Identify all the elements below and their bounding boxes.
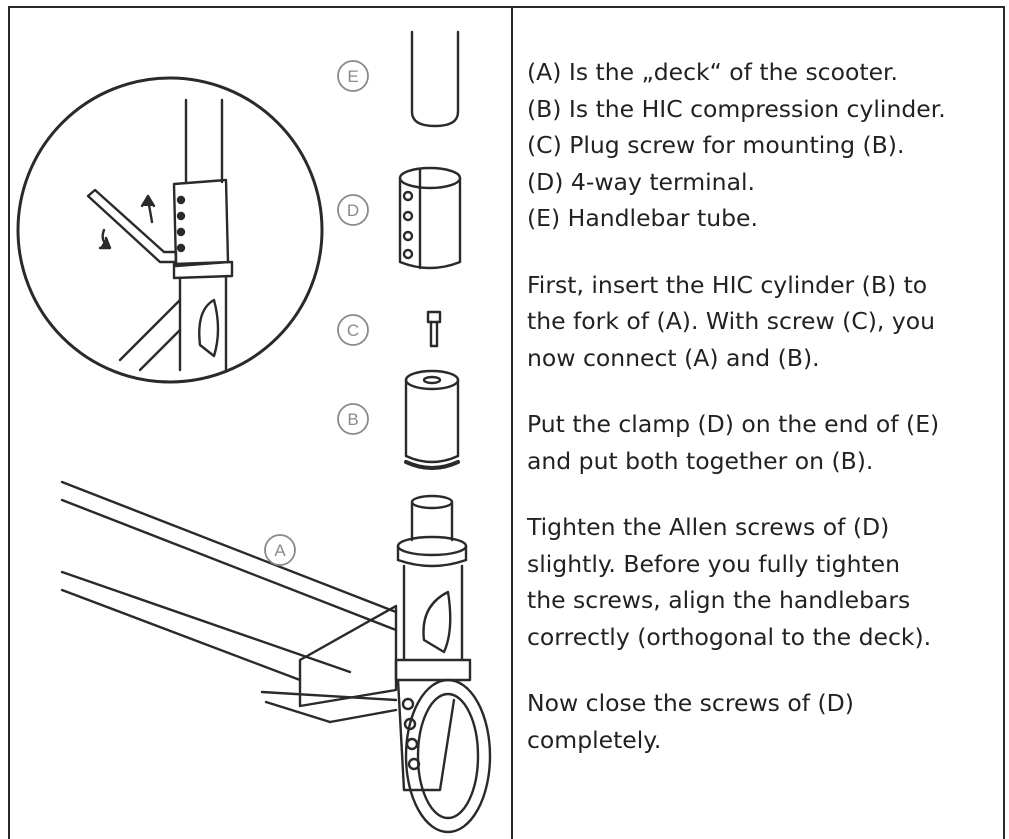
step-4-line: Now close the screws of (D) <box>527 689 854 717</box>
svg-text:A: A <box>274 541 286 560</box>
detail-zoom-circle <box>16 76 324 384</box>
label-d: D <box>337 194 369 226</box>
legend-item-c: (C) Plug screw for mounting (B). <box>527 131 905 159</box>
step-4-paragraph: Now close the screws of (D) completely. <box>527 685 997 758</box>
step-3-line: Tighten the Allen screws of (D) <box>527 513 890 541</box>
svg-text:D: D <box>347 201 359 220</box>
part-d-clamp <box>398 166 462 270</box>
allen-key-icon <box>86 188 178 264</box>
step-3-line: slightly. Before you fully tighten <box>527 549 901 578</box>
step-1-line: now connect (A) and (B). <box>527 343 820 372</box>
step-3-line: correctly (orthogonal to the deck). <box>527 622 932 651</box>
step-3-paragraph: Tighten the Allen screws of (D) slightly… <box>527 509 997 655</box>
step-1-paragraph: First, insert the HIC cylinder (B) to th… <box>527 267 997 377</box>
step-2-line: Put the clamp (D) on the end of (E) <box>527 410 940 438</box>
instructions-text: (A) Is the „deck“ of the scooter. (B) Is… <box>527 54 997 758</box>
assembly-illustration: E D C B A <box>16 30 492 834</box>
step-3-line: the screws, align the handlebars <box>527 586 911 614</box>
step-4-line: completely. <box>527 725 662 754</box>
svg-text:B: B <box>347 410 358 429</box>
figure-frame <box>8 6 1005 839</box>
rotation-arrows-icon <box>98 194 156 250</box>
label-c: C <box>337 314 369 346</box>
label-e: E <box>337 60 369 92</box>
svg-text:E: E <box>347 67 358 86</box>
part-c-plug-screw <box>426 310 442 348</box>
step-2-paragraph: Put the clamp (D) on the end of (E) and … <box>527 406 997 479</box>
part-e-handlebar-tube <box>410 30 460 128</box>
step-2-line: and put both together on (B). <box>527 446 874 475</box>
step-1-line: First, insert the HIC cylinder (B) to <box>527 270 928 299</box>
legend-item-e: (E) Handlebar tube. <box>527 204 758 232</box>
step-1-line: the fork of (A). With screw (C), you <box>527 307 936 335</box>
legend-item-d: (D) 4-way terminal. <box>527 167 755 196</box>
part-a-deck-assembly <box>60 480 492 834</box>
label-b: B <box>337 403 369 435</box>
svg-text:C: C <box>347 321 359 340</box>
label-a: A <box>264 534 296 566</box>
parts-legend: (A) Is the „deck“ of the scooter. (B) Is… <box>527 54 997 237</box>
legend-item-b: (B) Is the HIC compression cylinder. <box>527 94 946 123</box>
legend-item-a: (A) Is the „deck“ of the scooter. <box>527 58 899 86</box>
part-b-hic-cylinder <box>404 369 460 470</box>
column-divider <box>511 6 513 839</box>
